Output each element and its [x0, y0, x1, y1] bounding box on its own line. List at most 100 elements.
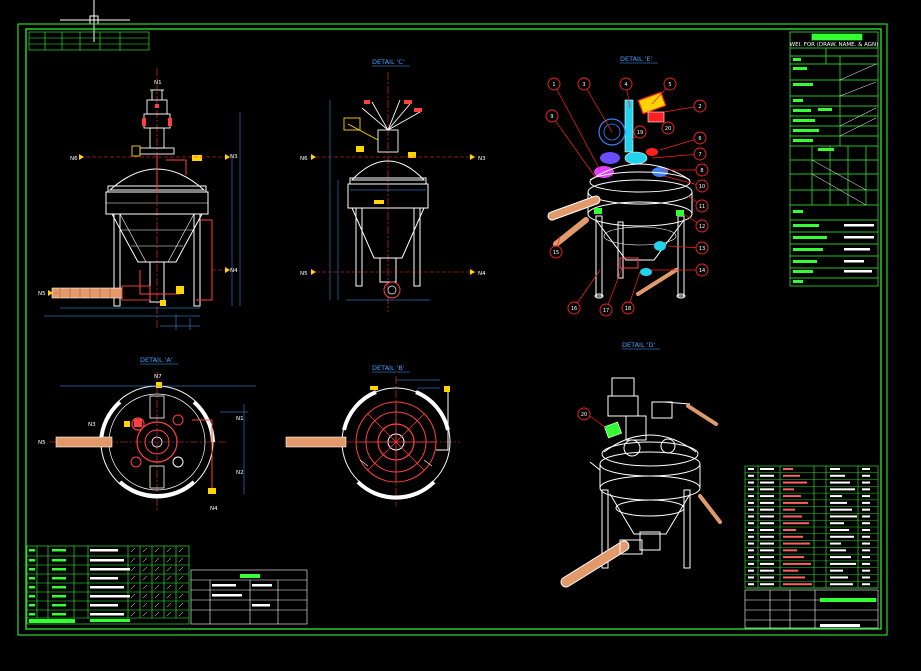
plan-nozzle-n1: N1 [236, 416, 244, 422]
nozzle-table-row [29, 557, 184, 563]
parts-list-row [745, 474, 878, 480]
iso-callout-number: 15 [553, 250, 559, 256]
parts-list-row [745, 569, 878, 575]
parts-list-row [745, 468, 878, 473]
iso-callout-number: 9 [550, 114, 553, 120]
front-nozzle-n3: N3 [230, 154, 238, 160]
side-nozzle-n4: N4 [478, 271, 486, 277]
parts-list-row [745, 488, 878, 494]
iso-callout: 7 [651, 147, 707, 161]
iso-callout: 18 [621, 271, 641, 315]
front-hose [51, 287, 123, 299]
iso-callout-number: 17 [603, 308, 609, 314]
title-block [789, 31, 879, 287]
iso-callout-number: 3 [582, 82, 585, 88]
parts-list-row [745, 522, 878, 528]
iso-top-manhole [598, 118, 626, 146]
sheet-border [17, 23, 888, 636]
view-title-detail-b: DETAIL 'B' [372, 364, 405, 372]
nozzle-table-row [29, 611, 184, 617]
side-bottom-flange [383, 281, 401, 299]
plan-nozzle-n5: N5 [38, 440, 46, 446]
side-nozzle-n3: N3 [478, 156, 486, 162]
parts-list-row [745, 481, 878, 487]
iso-callout-number: 1 [552, 82, 555, 88]
plan-nozzle-n2: N2 [236, 470, 244, 476]
parts-list-row [745, 501, 878, 507]
iso-callout: 20 [659, 117, 675, 135]
revision-table [28, 31, 150, 51]
iso-callout-number: 2 [698, 104, 701, 110]
front-nozzle-n6: N6 [70, 156, 78, 162]
title-block-text: WEI. FOR (DRAW. NAME. & AGN) [790, 42, 879, 283]
nozzle-table-entries [29, 547, 184, 623]
iso-callout-number: 8 [700, 168, 703, 174]
plan-view-a: N7 N5 N3 N1 N2 N4 [38, 372, 256, 512]
parts-list-row [745, 549, 878, 555]
view-title-detail-a: DETAIL 'A' [140, 356, 173, 364]
plan-view-b [285, 376, 460, 506]
iso-callout-number: 13 [699, 246, 705, 252]
iso-callout: 9 [545, 109, 597, 179]
parts-list-row [745, 529, 878, 534]
iso-callout: 6 [659, 131, 707, 151]
view-titles: DETAIL 'C' DETAIL 'E' DETAIL 'A' DETAIL … [140, 55, 660, 373]
parts-list-row [745, 562, 878, 568]
parts-list-row [745, 515, 878, 521]
iso-callout: 13 [667, 241, 709, 255]
nozzle-table-row [29, 566, 184, 572]
side-nozzle-n5: N5 [300, 271, 308, 277]
view-title-detail-d: DETAIL 'D' [622, 341, 655, 349]
iso-callout: 19 [631, 125, 647, 141]
iso-callout: 2 [663, 99, 707, 113]
parts-list-row [745, 542, 878, 548]
plan-nozzle-n4: N4 [210, 506, 218, 512]
iso-callout-number: 7 [698, 152, 701, 158]
parts-list-row [745, 576, 878, 582]
plan-nozzle-n3: N3 [88, 422, 96, 428]
nozzle-table-row [29, 593, 184, 599]
front-nozzle-n1: N1 [154, 80, 162, 86]
iso-callout-number: 5 [668, 82, 671, 88]
iso-callout: 4 [619, 77, 633, 109]
iso-callout: 1 [547, 77, 601, 171]
parts-list-row [745, 508, 878, 514]
iso-callout: 16 [567, 269, 601, 315]
iso-callout: 15 [549, 235, 563, 259]
iso-callout-number: 10 [699, 184, 705, 190]
title-block-heading: WEI. FOR (DRAW. NAME. & AGN) [790, 42, 879, 48]
parts-list-rows [745, 468, 878, 589]
nozzle-table-row [29, 547, 184, 553]
nozzle-table-row [29, 584, 184, 590]
nozzle-table-row [29, 575, 184, 581]
iso-callout: 5 [651, 77, 677, 105]
iso-callout-number: 11 [699, 204, 705, 210]
iso-hose [547, 195, 678, 296]
iso-callout: 11 [687, 195, 709, 213]
view-title-detail-e: DETAIL 'E' [620, 55, 653, 63]
iso-callout: 8 [660, 163, 709, 177]
iso-callout-number: 14 [699, 268, 705, 274]
nozzle-table [26, 545, 190, 625]
iso-callout-number: 6 [698, 136, 701, 142]
nozzle-table-row [29, 602, 184, 608]
iso-callout-number: 18 [625, 306, 631, 312]
parts-list-row [745, 535, 878, 541]
iso-callout: 14 [650, 263, 709, 277]
iso-callout-number: 16 [571, 306, 577, 312]
isometric-view-d: 20 [560, 377, 722, 588]
parts-list-row [745, 495, 878, 501]
title-block-lower [744, 589, 879, 629]
side-nozzle-n6: N6 [300, 156, 308, 162]
notes-table [190, 569, 308, 625]
view-title-detail-c: DETAIL 'C' [372, 58, 405, 66]
front-elevation-view: N6 N5 N1 N3 N4 [38, 68, 241, 330]
iso-callout: 3 [577, 77, 613, 133]
iso-callout: 12 [683, 213, 709, 233]
front-nozzle-n5: N5 [38, 291, 46, 297]
side-elevation-view: N6 N3 N5 N4 [300, 72, 486, 312]
iso-callout-number: 20 [665, 126, 671, 132]
